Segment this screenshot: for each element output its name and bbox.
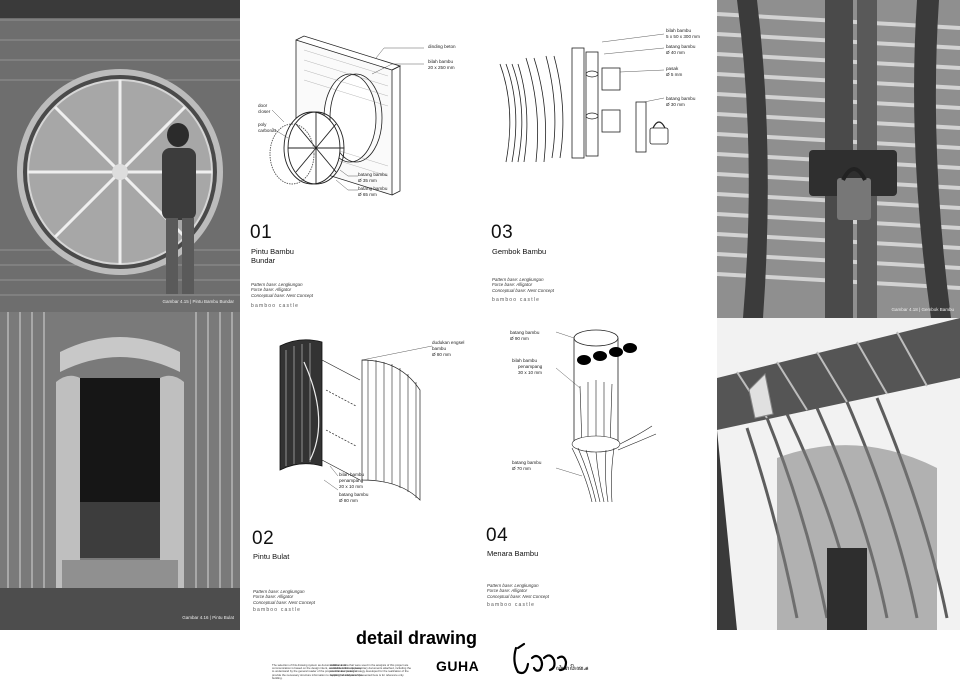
panel-number: 01 bbox=[250, 222, 273, 243]
label-tower-slat-size: 30 x 10 mm bbox=[518, 370, 542, 375]
panel-meta: Pattern base: Lengkungan Force base: All… bbox=[251, 282, 313, 298]
guha-logo-subtitle: ꦲꦶꦫꦮꦼꦠ꧀ꦱ bbox=[556, 666, 589, 672]
meta-concept: Conceptual base: Nest Concept bbox=[492, 287, 554, 293]
meta-concept: Conceptual base: Nest Concept bbox=[251, 292, 313, 298]
label-tower-stick-70-size: Ø 70 mm bbox=[512, 466, 531, 471]
photo-caption: Gambar 4.18 | Gembok Bambu bbox=[891, 306, 954, 312]
guha-script-logo-icon bbox=[513, 642, 568, 675]
photo-round-door-image bbox=[0, 0, 240, 312]
label-gate-slat-2: penampang bbox=[339, 478, 364, 483]
panel-brand: bamboo castle bbox=[492, 297, 541, 303]
label-tower-stick-90-size: Ø 90 mm bbox=[510, 336, 529, 341]
label-gate-slat-size: 20 x 10 mm bbox=[339, 484, 363, 489]
panel-number: 03 bbox=[491, 222, 514, 243]
label-padlock-slat: bilah bambu bbox=[666, 28, 692, 33]
meta-force: Force base: Alligator bbox=[253, 594, 294, 600]
footer-title: detail drawing bbox=[356, 628, 478, 648]
label-bamboo-slat: bilah bambu bbox=[428, 59, 454, 64]
photo-padlock-image bbox=[717, 0, 960, 318]
label-tower-slat: bilah bambu bbox=[512, 358, 538, 363]
label-hinge-seat-size: Ø 80 mm bbox=[432, 352, 451, 357]
footer-subtitle: GUHA bbox=[436, 658, 480, 674]
photo-caption: Gambar 4.16 | Pintu Bulat bbox=[182, 614, 234, 620]
label-polycarbonate: poly bbox=[258, 122, 267, 127]
drawing-03-svg bbox=[499, 33, 669, 163]
label-door-closer: door bbox=[258, 103, 268, 108]
label-bamboo-stick-65-size: Ø 65 mm bbox=[358, 192, 377, 197]
photo-round-gate: Gambar 4.16 | Pintu Bulat bbox=[0, 312, 240, 630]
label-pasak: pasak bbox=[666, 66, 679, 71]
label-gate-stick-size: Ø 80 mm bbox=[339, 498, 358, 503]
panel-number: 04 bbox=[486, 525, 509, 546]
photo-tower-image bbox=[717, 318, 960, 630]
drawing-round-door-exploded bbox=[252, 30, 452, 200]
label-bamboo-stick-35: batang bambu bbox=[358, 172, 388, 177]
panel-meta: Pattern base: Lengkungan Force base: All… bbox=[253, 589, 315, 605]
panel-name: Gembok Bambu bbox=[492, 247, 547, 256]
footer-paragraph-left: The selection of this drawing system as … bbox=[272, 664, 363, 680]
meta-force: Force base: Alligator bbox=[251, 287, 292, 293]
photo-bamboo-tower bbox=[717, 318, 960, 630]
label-hinge-seat-2: bambu bbox=[432, 346, 447, 351]
drawing-round-gate-exploded bbox=[270, 330, 450, 510]
photo-round-bamboo-door: Gambar 4.15 | Pintu Bambu Bundar bbox=[0, 0, 240, 312]
meta-pattern: Pattern base: Lengkungan bbox=[251, 282, 303, 287]
label-gate-stick: batang bambu bbox=[339, 492, 369, 497]
label-padlock-stick-30: batang bambu bbox=[666, 96, 696, 101]
label-tower-slat-2: penampang bbox=[518, 364, 543, 369]
label-bamboo-slat-size: 20 x 250 mm bbox=[428, 65, 455, 70]
photo-round-gate-image bbox=[0, 312, 240, 630]
meta-force: Force base: Alligator bbox=[492, 282, 533, 288]
meta-concept: Conceptual base: Nest Concept bbox=[253, 599, 315, 605]
label-polycarbonate-2: carbonat bbox=[258, 128, 276, 133]
label-padlock-stick-40: batang bambu bbox=[666, 44, 696, 49]
drawing-bamboo-padlock bbox=[492, 28, 672, 168]
panel-brand: bamboo castle bbox=[253, 607, 302, 613]
meta-pattern: Pattern base: Lengkungan bbox=[492, 277, 544, 282]
label-bamboo-stick-65: batang bambu bbox=[358, 186, 388, 191]
meta-pattern: Pattern base: Lengkungan bbox=[487, 583, 539, 588]
label-hinge-seat: dudukan engsel bbox=[432, 340, 465, 345]
drawing-bamboo-tower bbox=[556, 326, 666, 502]
photo-bamboo-padlock: Gambar 4.18 | Gembok Bambu bbox=[717, 0, 960, 318]
guha-logo bbox=[510, 640, 570, 680]
panel-meta: Pattern base: Lengkungan Force base: All… bbox=[487, 583, 549, 599]
meta-concept: Conceptual base: Nest Concept bbox=[487, 593, 549, 599]
label-padlock-stick-30-size: Ø 30 mm bbox=[666, 102, 685, 107]
meta-force: Force base: Alligator bbox=[487, 588, 528, 594]
label-concrete-wall: dinding beton bbox=[428, 44, 456, 49]
panel-name: Menara Bambu bbox=[487, 549, 539, 558]
meta-pattern: Pattern base: Lengkungan bbox=[253, 589, 305, 594]
photo-caption: Gambar 4.15 | Pintu Bambu Bundar bbox=[162, 298, 234, 304]
drawing-02-svg bbox=[279, 339, 433, 501]
label-door-closer-2: closer bbox=[258, 109, 271, 114]
label-pasak-size: Ø 5 mm bbox=[666, 72, 683, 77]
footer-paragraph-right: Additional data that were used in the an… bbox=[330, 664, 412, 677]
label-padlock-stick-40-size: Ø 40 mm bbox=[666, 50, 685, 55]
panel-name: Pintu Bambu bbox=[251, 247, 294, 256]
label-tower-stick-90: batang bambu bbox=[510, 330, 540, 335]
label-gate-slat: bilah bambu bbox=[339, 472, 365, 477]
label-tower-stick-70: batang bambu bbox=[512, 460, 542, 465]
panel-brand: bamboo castle bbox=[487, 602, 536, 608]
panel-brand: bamboo castle bbox=[251, 303, 300, 309]
label-bamboo-stick-35-size: Ø 35 mm bbox=[358, 178, 377, 183]
label-padlock-slat-size: 5 x 50 x 300 mm bbox=[666, 34, 700, 39]
panel-meta: Pattern base: Lengkungan Force base: All… bbox=[492, 277, 554, 293]
drawing-04-svg bbox=[556, 329, 657, 502]
panel-number: 02 bbox=[252, 528, 275, 549]
drawing-01-svg bbox=[269, 35, 424, 196]
panel-name: Pintu Bulat bbox=[253, 552, 290, 561]
panel-name-line2: Bundar bbox=[251, 256, 276, 265]
